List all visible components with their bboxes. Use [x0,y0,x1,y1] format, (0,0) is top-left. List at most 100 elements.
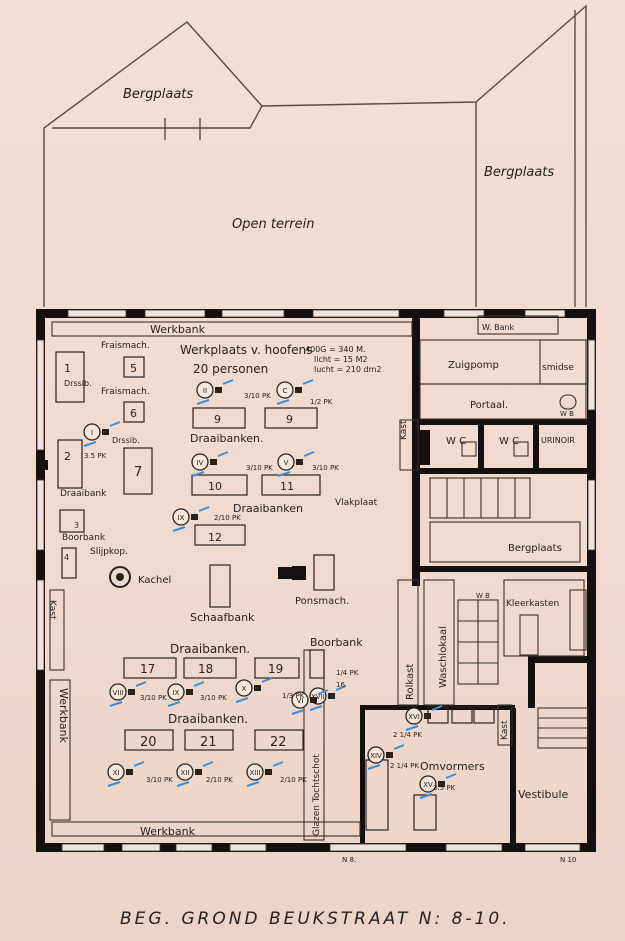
label-vlakplaat: Vlakplaat [335,498,378,508]
motor-circle [367,746,385,764]
motor-numeral: XII [181,769,190,777]
motor-numeral: VI [297,697,304,705]
blue-annotation-mark [277,451,315,477]
machine-number: 21 [200,735,217,750]
machine-number: 2 [64,450,71,463]
motor-circle [405,707,423,725]
label-area-1: 400G = 340 M. [305,345,366,354]
motor-numeral: IX [178,514,185,522]
label-rolkast: Rolkast [405,664,416,700]
label-schaafbank: Schaafbank [190,611,255,624]
motor-numeral: XV [423,781,433,789]
motor-box [186,689,193,695]
label-wc-2: W C [499,436,519,447]
blue-annotation-mark [107,761,145,787]
blue-annotation-mark [167,681,205,707]
motor-circle [172,508,190,526]
machine-number: 20 [140,735,157,750]
motor-box [386,752,393,758]
motor-box [438,781,445,787]
motor-box [191,514,198,520]
label-boorbank-left: Boorbank [62,533,106,543]
machine-number: 18 [198,662,213,676]
label-kachel: Kachel [138,575,171,586]
machine-number: 1 [64,362,71,375]
motor-box [296,459,303,465]
blue-annotation-mark [191,451,229,477]
blue-annotation-mark [276,379,314,405]
label-werkbank-bottom: Werkbank [140,825,196,838]
label-boorbank-right: Boorbank [310,636,363,649]
label-bergplaats-right: Bergplaats [484,165,554,180]
power-rating: 3/10 PK [246,464,273,472]
blue-annotation-mark [291,689,329,715]
motor-circle [196,381,214,399]
motor-circle [109,683,127,701]
blue-annotation-mark [176,761,214,787]
motor-box [215,387,222,393]
label-wb-mid: W B [476,592,490,600]
power-rating: 3.5 PK [433,784,456,792]
blue-annotation-mark [83,421,121,447]
power-rating: 16 [336,681,345,689]
motor-box [195,769,202,775]
label-fraismach-2: Fraismach. [101,387,150,397]
machine-number: 9 [286,413,293,426]
label-kast-2: Kast [47,600,57,620]
power-rating: 3/10 PK [200,694,227,702]
motor-numeral: C [283,387,288,395]
label-ponsmach: Ponsmach. [295,596,349,607]
label-draaibanken-4: Draaibanken. [168,712,248,726]
label-omvormers: Omvormers [420,760,485,773]
label-glazen-tochtschot: Glazen Tochtschot [312,754,322,836]
motor-circle [83,423,101,441]
machine-number: 17 [140,662,155,676]
machine-numbers: 5 6 7 1 2 3 4 9 9 10 11 12 17 18 19 20 2… [64,362,294,750]
motor-numeral: XVII [311,693,325,701]
motor-numeral: II [203,387,207,395]
power-ratings: 3/10 PK 1/2 PK 3/10 PK 3/10 PK 2/10 PK 3… [84,392,456,792]
sheet-title: BEG. GROND BEUKSTRAAT N: 8-10. [120,909,511,929]
blue-annotation-mark [405,705,443,731]
motor-numeral: VIII [113,689,124,697]
label-vestibule: Vestibule [518,788,569,801]
label-area-3: lucht = 210 dm2 [314,365,381,374]
label-kast-3: Kast [500,720,510,740]
motor-circle [276,381,294,399]
motor-box [102,429,109,435]
label-no-8: N 8. [342,856,356,864]
power-rating: 2 1/4 PK [393,731,422,739]
blue-annotation-mark [246,761,284,787]
blue-annotation-mark [367,744,405,770]
motor-box [328,693,335,699]
label-area-2: licht = 15 M2 [314,355,368,364]
label-werkbank-top: Werkbank [150,323,206,336]
label-smidse: smidse [542,363,574,373]
power-rating: 2/10 PK [280,776,307,784]
area-labels: Bergplaats Bergplaats Open terrein Werkb… [47,87,576,864]
label-bergplaats-mid: Bergplaats [508,543,562,554]
machine-number: 11 [280,480,294,493]
machine-number: 4 [64,553,69,562]
interior-lines [49,315,589,841]
power-rating: 1/2 PK [310,398,333,406]
yard-outline [43,4,587,307]
label-waschlokaal: Waschlokaal [438,626,449,688]
label-kleerkasten: Kleerkasten [506,599,559,609]
label-kast-1: Kast [399,420,409,440]
motor-box [126,769,133,775]
label-personen: 20 personen [193,362,268,376]
label-draaibank: Draaibank [60,489,107,499]
motor-circle [191,453,209,471]
label-drssib-1: Drssib. [64,379,92,388]
machine-number: 6 [130,407,137,420]
motor-box [265,769,272,775]
power-rating: 3/10 PK [140,694,167,702]
label-wc-1: W C [446,436,466,447]
label-urinoir: URINOIR [541,436,575,445]
power-rating: 3/10 PK [312,464,339,472]
motor-numeral: IV [197,459,204,467]
motor-circle [291,691,309,709]
